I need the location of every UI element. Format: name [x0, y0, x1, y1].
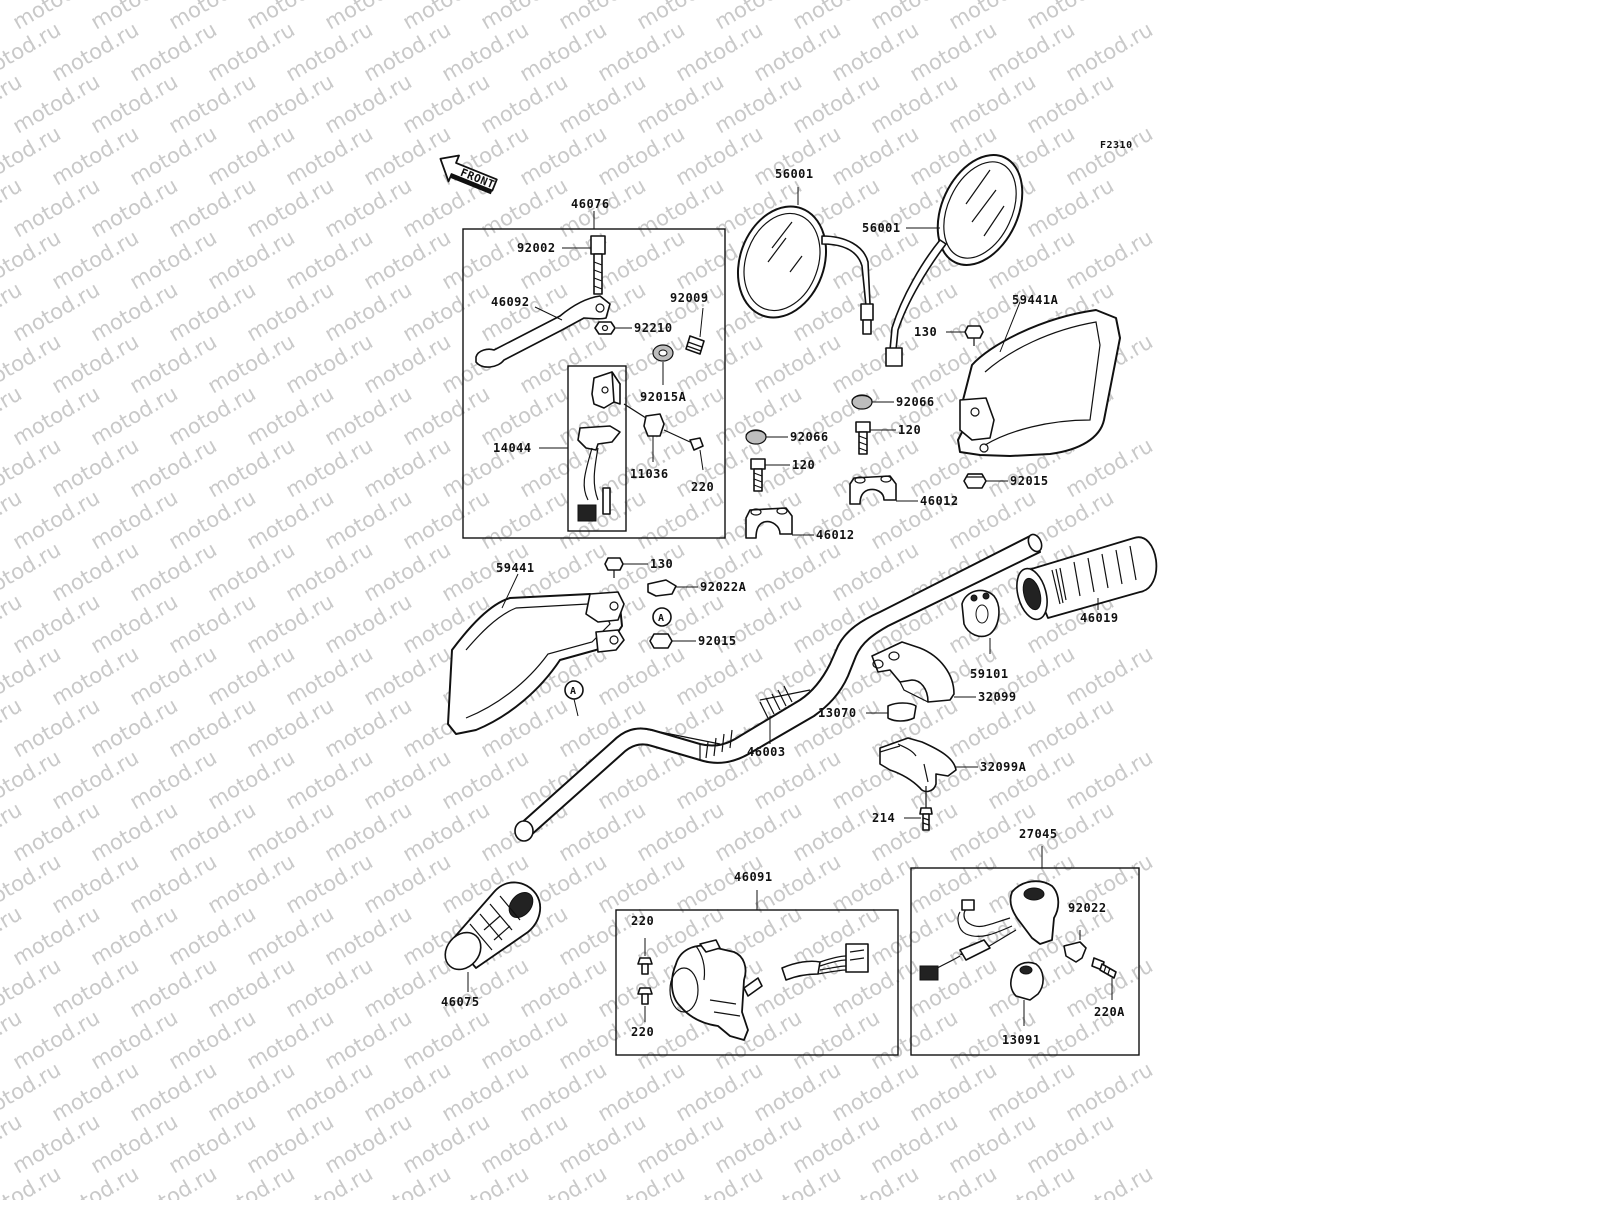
figure-code: F2310 — [1100, 140, 1133, 151]
label-92210: 92210 — [634, 321, 673, 335]
clamp-46012-low-icon — [745, 507, 793, 539]
lever-bracket-icon — [591, 371, 621, 409]
label-11036: 11036 — [630, 467, 669, 481]
ref-marker-a-lower-icon: A — [564, 680, 584, 717]
bolt-130-low-icon — [604, 557, 624, 578]
label-59101: 59101 — [970, 667, 1009, 681]
label-92022: 92022 — [1068, 901, 1107, 915]
label-13070: 13070 — [818, 706, 857, 720]
label-220-switch-top: 220 — [631, 914, 654, 928]
lever-switch-icon — [577, 425, 621, 522]
collar-13070-icon — [887, 702, 917, 722]
mirror-right-icon — [885, 154, 1024, 367]
label-92009: 92009 — [670, 291, 709, 305]
label-46075: 46075 — [441, 995, 480, 1009]
label-92066-top: 92066 — [896, 395, 935, 409]
left-switch-housing-icon — [669, 939, 869, 1041]
label-92015-low: 92015 — [698, 634, 737, 648]
right-switch-frame — [910, 867, 1140, 1056]
label-46076: 46076 — [571, 197, 610, 211]
screw-220-sw-top-icon — [637, 957, 653, 975]
label-220-switch-bottom: 220 — [631, 1025, 654, 1039]
screw-214-icon — [919, 786, 933, 831]
clamp-46012-top-icon — [849, 475, 897, 505]
nut-92015-low-icon — [649, 633, 673, 649]
label-13091: 13091 — [1002, 1033, 1041, 1047]
label-120-left: 120 — [792, 458, 815, 472]
throttle-housing-32099-icon — [871, 641, 955, 703]
grip-left-46075-icon — [444, 881, 542, 971]
switch-cap-13091-icon — [1010, 961, 1044, 1001]
label-59441a: 59441A — [1012, 293, 1059, 307]
pivot-11036-icon — [623, 403, 665, 437]
start-switch-housing-icon — [919, 880, 1060, 981]
label-46012-top: 46012 — [920, 494, 959, 508]
screw-220-sw-bot-icon — [637, 987, 653, 1005]
label-32099: 32099 — [978, 690, 1017, 704]
throttle-housing-32099a-icon — [879, 737, 957, 793]
throttle-grip-46019-icon — [1016, 536, 1158, 621]
handlebar-icon — [514, 533, 1043, 842]
label-220-lever: 220 — [691, 480, 714, 494]
handguard-left-icon — [447, 591, 625, 735]
clip-92022a-icon — [647, 579, 677, 597]
label-59441: 59441 — [496, 561, 535, 575]
nut-92210-icon — [594, 321, 616, 335]
label-32099a: 32099A — [980, 760, 1027, 774]
label-92015-top: 92015 — [1010, 474, 1049, 488]
cap-92066-left-icon — [745, 429, 767, 445]
mirror-left-icon — [736, 205, 874, 335]
screw-220a-icon — [1091, 957, 1117, 979]
label-92002: 92002 — [517, 241, 556, 255]
label-130-low: 130 — [650, 557, 673, 571]
washer-92015a-icon — [652, 344, 674, 362]
label-46012-low: 46012 — [816, 528, 855, 542]
label-92022a: 92022A — [700, 580, 747, 594]
bolt-92002-icon — [590, 235, 606, 295]
nut-92015-top-icon — [963, 473, 987, 489]
label-130-top: 130 — [914, 325, 937, 339]
label-92015a: 92015A — [640, 390, 687, 404]
screw-220-icon — [663, 429, 704, 451]
label-46092: 46092 — [491, 295, 530, 309]
label-220a: 220A — [1094, 1005, 1125, 1019]
label-56001-right: 56001 — [862, 221, 901, 235]
handguard-right-icon — [957, 309, 1121, 457]
label-46003: 46003 — [747, 745, 786, 759]
adjuster-screw-92009-icon — [685, 335, 705, 355]
cap-92066-top-icon — [851, 394, 873, 410]
ref-marker-lower: A — [570, 686, 577, 697]
label-14044: 14044 — [493, 441, 532, 455]
ref-marker-a-upper-icon: A — [652, 607, 672, 627]
throttle-cam-59101-icon — [961, 589, 1000, 638]
label-46091: 46091 — [734, 870, 773, 884]
label-27045: 27045 — [1019, 827, 1058, 841]
label-56001-left: 56001 — [775, 167, 814, 181]
ref-marker-upper: A — [658, 613, 665, 624]
label-120-top: 120 — [898, 423, 921, 437]
label-92066-left: 92066 — [790, 430, 829, 444]
clip-92022-icon — [1063, 941, 1087, 963]
clutch-lever-icon — [475, 295, 611, 368]
bolt-120-top-icon — [855, 421, 871, 455]
bolt-120-left-icon — [750, 458, 766, 492]
label-46019: 46019 — [1080, 611, 1119, 625]
label-214: 214 — [872, 811, 895, 825]
